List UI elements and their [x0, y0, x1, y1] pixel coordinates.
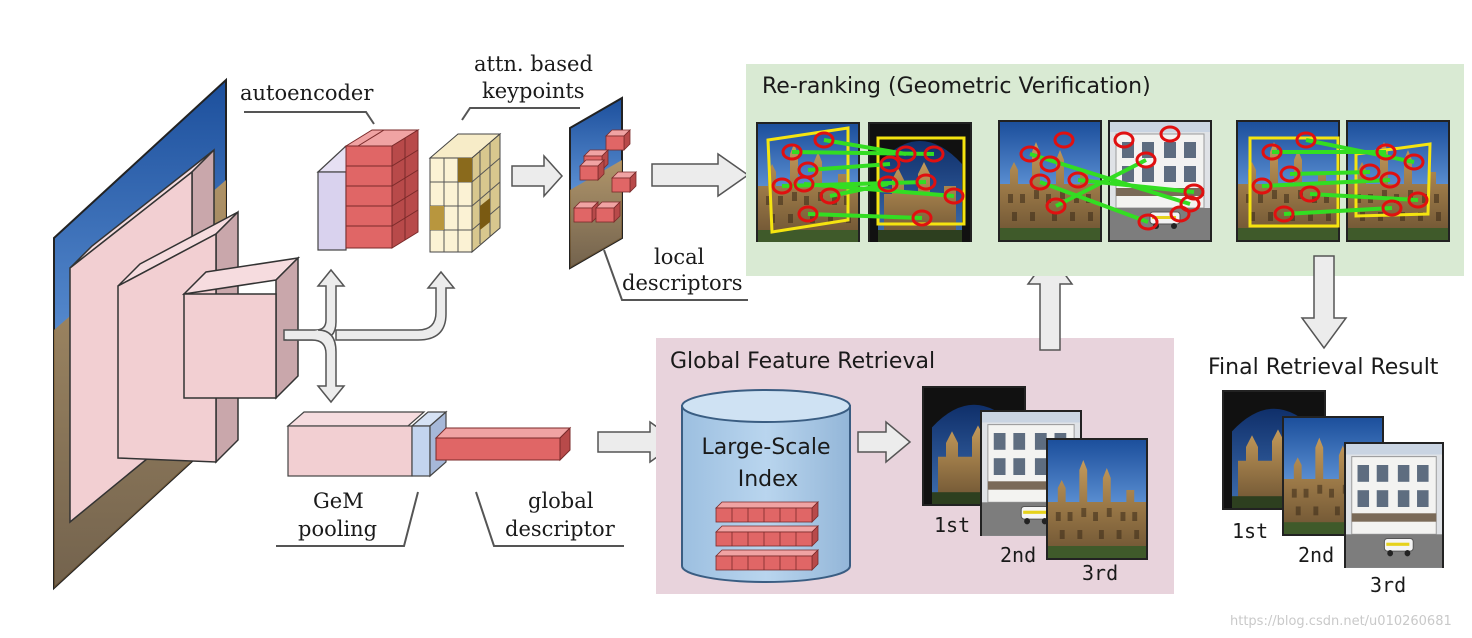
global-descriptor-leader-line — [475, 491, 624, 547]
gem-label-line1: GeM — [313, 489, 364, 513]
local-label-line1: local — [654, 245, 705, 269]
index-label-line1: Large-Scale — [701, 435, 830, 460]
large-scale-index-database: Large-Scale Index — [681, 389, 851, 583]
arrow-to-local-descriptors — [511, 154, 564, 198]
match-pair-3 — [1236, 120, 1450, 242]
attn-leader-line — [461, 107, 580, 121]
reranking-title: Re-ranking (Geometric Verification) — [762, 74, 1151, 99]
attn-label-line2: keypoints — [482, 79, 585, 103]
index-label-line2: Index — [738, 467, 799, 492]
local-descriptors-leader-line — [603, 249, 748, 301]
local-label-line2: descriptors — [622, 271, 743, 295]
global-rank-3rd: 3rd — [1082, 561, 1118, 585]
gem-pooling-block — [286, 410, 448, 478]
final-result-title: Final Retrieval Result — [1208, 355, 1439, 380]
local-descriptors-plane — [569, 96, 637, 270]
gem-leader-line — [276, 491, 419, 547]
global-label-line1: global — [528, 489, 594, 513]
global-rank-2nd: 2nd — [1000, 543, 1036, 567]
final-rank-2nd: 2nd — [1298, 543, 1334, 567]
final-rank-3rd: 3rd — [1370, 573, 1406, 597]
arrow-reranking-to-final — [1300, 255, 1348, 350]
autoencoder-label: autoencoder — [240, 81, 374, 105]
backbone-cnn — [53, 77, 301, 591]
final-rank-1st: 1st — [1232, 519, 1268, 543]
global-retrieval-panel: Global Feature Retrieval Large-Scale Ind… — [656, 338, 1174, 594]
match-pair-2 — [998, 120, 1212, 242]
global-candidate-images — [922, 386, 1148, 560]
reranking-panel: Re-ranking (Geometric Verification) — [746, 64, 1464, 276]
arrow-to-candidates — [857, 420, 912, 464]
global-retrieval-title: Global Feature Retrieval — [670, 349, 935, 374]
autoencoder-block — [316, 129, 420, 251]
global-descriptor-bar — [434, 426, 572, 462]
global-rank-1st: 1st — [934, 513, 970, 537]
autoencoder-leader-line — [244, 111, 375, 125]
feature-block-3 — [181, 256, 301, 400]
match-pair-1 — [756, 122, 972, 242]
global-label-line2: descriptor — [505, 517, 616, 541]
attention-keypoints-block — [428, 132, 502, 254]
index-descriptor-stacks — [715, 501, 819, 571]
attn-label-line1: attn. based — [474, 52, 593, 76]
watermark-text: https://blog.csdn.net/u010260681 — [1230, 614, 1452, 629]
gem-label-line2: pooling — [298, 517, 377, 541]
branch-arrows — [283, 268, 456, 404]
arrow-to-reranking — [651, 152, 750, 198]
final-result-section: Final Retrieval Result 1st 2nd 3rd — [1208, 355, 1444, 597]
